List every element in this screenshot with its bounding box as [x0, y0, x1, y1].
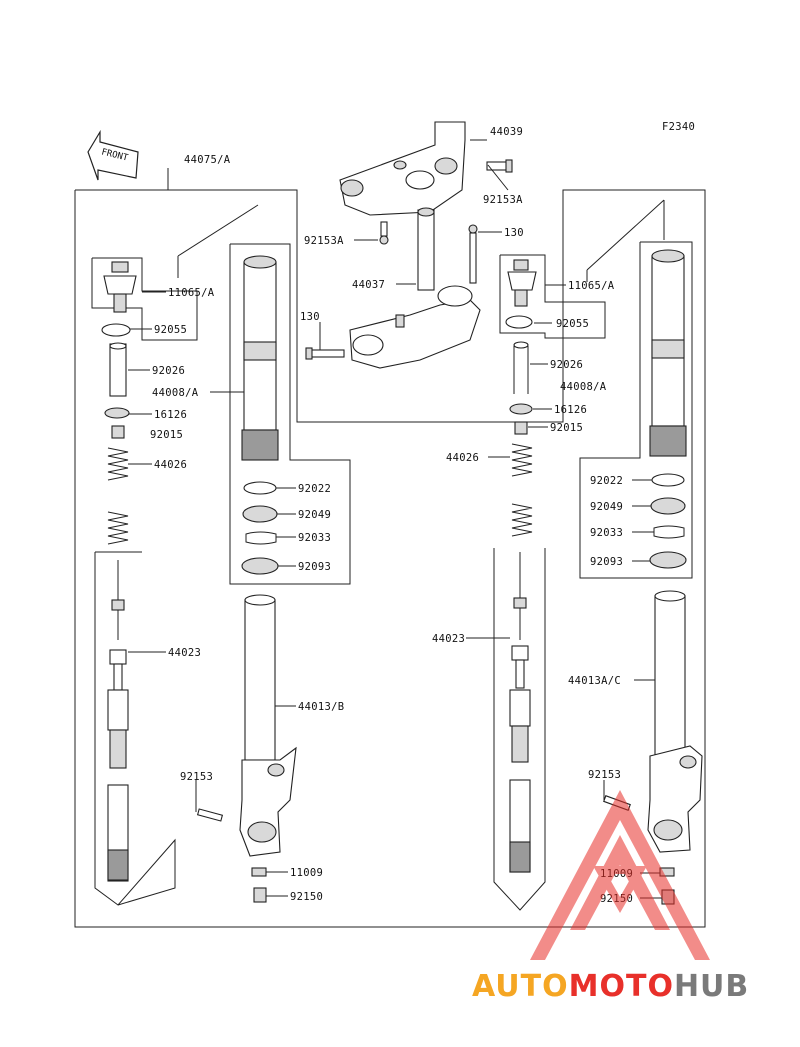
right-outer-tube-44008A — [649, 249, 687, 457]
left-spacer-92026 — [109, 342, 127, 397]
right-spring-44026 — [511, 443, 533, 537]
right-inner-tube-44013AC — [654, 590, 686, 757]
automotohub-logo — [530, 790, 710, 960]
label-92150-left: 92150 — [290, 891, 323, 903]
right-axle-bracket — [647, 745, 703, 853]
right-spacer-92026 — [513, 341, 529, 394]
right-cap-bolt — [507, 259, 537, 307]
label-44026-right: 44026 — [446, 452, 479, 464]
left-bolt-92150 — [253, 887, 267, 903]
left-bolt-92153 — [196, 808, 224, 822]
label-130-left: 130 — [300, 311, 320, 323]
label-44013B: 44013/B — [298, 701, 344, 713]
left-axle-bracket — [239, 746, 297, 857]
label-92153-left: 92153 — [180, 771, 213, 783]
left-leaders — [128, 291, 296, 897]
label-92093-right: 92093 — [590, 556, 623, 568]
front-arrow-icon: FRONT — [87, 129, 139, 181]
label-11065A-right: 11065/A — [568, 280, 615, 292]
right-washer-16126 — [509, 403, 533, 415]
watermark-auto: AUTO — [472, 969, 569, 1004]
figure-code: F2340 — [662, 121, 695, 133]
left-seal-92049 — [242, 505, 278, 523]
right-leaders — [466, 284, 662, 899]
label-44039: 44039 — [490, 126, 523, 138]
label-11065A-left: 11065/A — [168, 287, 215, 299]
right-seal-92049 — [650, 497, 686, 515]
label-44026-left: 44026 — [154, 459, 187, 471]
upper-triple-clamp — [339, 121, 466, 216]
label-92033-right: 92033 — [590, 527, 623, 539]
bolt-130-left — [305, 347, 345, 360]
left-spring-44026 — [107, 447, 129, 545]
label-92049-left: 92049 — [298, 509, 331, 521]
right-cartridge-44023 — [509, 552, 531, 873]
bolt-92153A-top — [486, 159, 513, 173]
right-dust-92093 — [649, 551, 687, 569]
label-92153-right: 92153 — [588, 769, 621, 781]
watermark-moto: MOTO — [569, 969, 674, 1004]
label-92049-right: 92049 — [590, 501, 623, 513]
label-44023-right: 44023 — [432, 633, 465, 645]
label-92026-left: 92026 — [152, 365, 185, 377]
left-oring-92055 — [101, 323, 131, 337]
label-44037: 44037 — [352, 279, 385, 291]
label-92026-right: 92026 — [550, 359, 583, 371]
left-cartridge-44023 — [107, 560, 129, 882]
left-inner-tube-44013B — [244, 594, 276, 761]
left-washer-16126 — [104, 407, 130, 419]
label-16126-left: 16126 — [154, 409, 187, 421]
bolt-92153A-left — [379, 221, 389, 245]
right-oring-92055 — [505, 315, 533, 329]
right-nut-92015 — [514, 421, 528, 435]
watermark-text: AUTOMOTOHUB — [472, 969, 749, 1004]
label-92093-left: 92093 — [298, 561, 331, 573]
left-outer-tube-44008A — [241, 255, 279, 461]
center-leaders — [319, 139, 509, 350]
label-92022-right: 92022 — [590, 475, 623, 487]
bolt-130-right — [468, 224, 478, 284]
right-washer-92022 — [651, 473, 685, 487]
watermark-hub: HUB — [674, 969, 749, 1004]
left-nut-92015 — [111, 425, 125, 439]
right-inner-frames — [493, 199, 693, 911]
label-11009-left: 11009 — [290, 867, 323, 879]
label-92022-left: 92022 — [298, 483, 331, 495]
label-92055-right: 92055 — [556, 318, 589, 330]
label-44008A-right: 44008/A — [560, 381, 607, 393]
left-dust-92093 — [241, 557, 279, 575]
label-44008A-left: 44008/A — [152, 387, 199, 399]
left-inner-frames — [91, 204, 351, 906]
right-clip-92033 — [653, 525, 685, 539]
left-washer-92022 — [243, 481, 277, 495]
label-44013AC: 44013A/C — [568, 675, 621, 687]
label-92015-right: 92015 — [550, 422, 583, 434]
label-16126-right: 16126 — [554, 404, 587, 416]
left-clip-92033 — [245, 531, 277, 545]
left-washer-11009 — [251, 867, 267, 877]
label-44023-left: 44023 — [168, 647, 201, 659]
label-92015-left: 92015 — [150, 429, 183, 441]
label-44075A: 44075/A — [184, 154, 231, 166]
label-92153A-left: 92153A — [304, 235, 344, 247]
left-cap-bolt — [103, 261, 137, 313]
label-92055-left: 92055 — [154, 324, 187, 336]
steering-stem — [349, 207, 481, 369]
label-130-right: 130 — [504, 227, 524, 239]
label-92033-left: 92033 — [298, 532, 331, 544]
label-92153A-top: 92153A — [483, 194, 523, 206]
assembly-frames — [74, 168, 706, 928]
